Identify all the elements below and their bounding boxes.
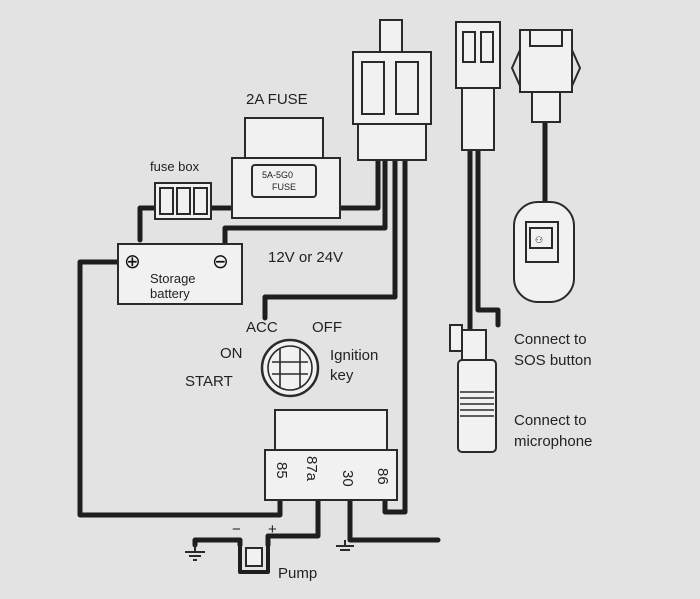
wires (77, 117, 548, 548)
pump: − + Pump (232, 521, 317, 582)
ignition-pos-off: OFF (312, 319, 342, 336)
sos-button: ⚇ (513, 201, 575, 303)
ignition-switch: ACC OFF ON START Ignition key (185, 319, 378, 398)
ignition-label-line1: Ignition (330, 347, 378, 364)
ground-icon (185, 545, 205, 561)
relay-pin-30: 30 (339, 470, 356, 487)
fuse-marking-top: 5A-5G0 (262, 170, 293, 180)
battery-plus-icon: ⊕ (124, 249, 141, 273)
ignition-pos-acc: ACC (246, 319, 278, 336)
fuse-body (251, 164, 317, 198)
sos-button-icon: ⚇ (535, 235, 543, 245)
storage-battery: ⊕ ⊖ Storage battery (117, 243, 243, 305)
sos-plug-right (510, 29, 582, 123)
ignition-label-line2: key (330, 367, 354, 384)
fuse-holder: 2A FUSE 5A-5G0 FUSE (231, 91, 341, 219)
pump-label: Pump (278, 565, 317, 582)
battery-label-line2: battery (150, 286, 190, 301)
microphone (449, 324, 497, 453)
ignition-pos-start: START (185, 373, 233, 390)
relay-pin-85: 85 (273, 462, 290, 479)
ignition-pos-on: ON (220, 345, 243, 362)
wire-pump-plus (265, 497, 321, 548)
main-connector (352, 19, 432, 161)
sos-plug-left (455, 21, 501, 151)
fuse-box: fuse box (150, 159, 212, 220)
pump-plus: + (268, 521, 277, 538)
wire-fuse-feed (327, 157, 381, 211)
voltage-label: 12V or 24V (268, 249, 343, 266)
wire-relay-86 (382, 157, 408, 515)
wire-battery-positive-link (222, 157, 388, 249)
pump-minus: − (232, 521, 241, 538)
wire-acc (262, 157, 398, 321)
sos-label-line1: Connect to (514, 331, 587, 348)
sos-label-line2: SOS button (514, 352, 592, 369)
battery-minus-icon: ⊖ (212, 249, 229, 273)
wire-sos-cable (475, 147, 501, 328)
relay-pin-87a: 87a (303, 456, 320, 482)
fuse-marking-bottom: FUSE (272, 182, 296, 192)
relay-pin-86: 86 (374, 468, 391, 485)
ground-icon-relay (336, 540, 354, 551)
mic-label-line1: Connect to (514, 412, 587, 429)
wire-relay-30 (347, 497, 441, 543)
relay: 85 87a 30 86 (264, 409, 398, 501)
fuse-title: 2A FUSE (246, 91, 308, 108)
wire-pump-minus (192, 537, 243, 548)
mic-label-line2: microphone (514, 433, 592, 450)
wire-ground-85 (77, 259, 283, 518)
fuse-box-label: fuse box (150, 159, 200, 174)
battery-label-line1: Storage (150, 271, 196, 286)
